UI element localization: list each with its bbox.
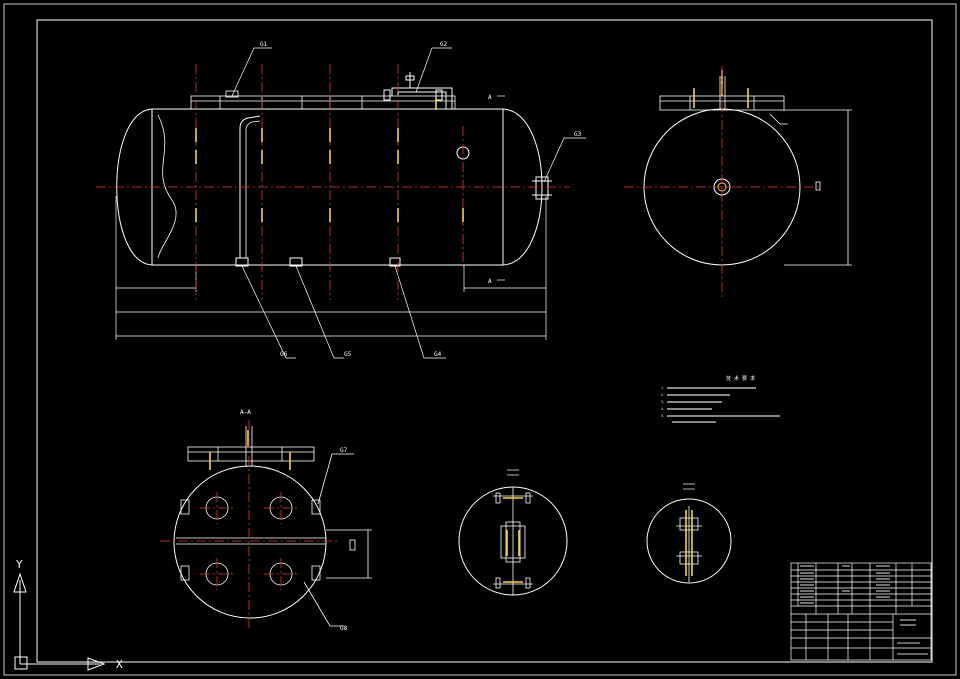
dimension-lines xyxy=(115,95,547,340)
head-nozzle-g3 xyxy=(532,176,552,200)
note-text-strokes xyxy=(667,387,780,423)
ucs-axis-icon xyxy=(13,572,106,671)
callout-g5[interactable]: G5 xyxy=(344,351,352,358)
internal-dip-pipe xyxy=(239,115,261,258)
callout-g7[interactable]: G7 xyxy=(340,447,348,454)
title-block-text-strokes xyxy=(800,565,928,655)
centerlines-section-aa xyxy=(160,420,340,628)
ucs-y-axis-label: Y xyxy=(16,558,23,571)
centerlines-main-view xyxy=(96,64,570,300)
callout-g1[interactable]: G1 xyxy=(260,41,268,48)
section-mark-a-top: A xyxy=(488,94,492,101)
section-mark-a-bottom: A xyxy=(488,278,492,285)
note-number-1: 1. xyxy=(661,386,665,390)
inlet-pipe-g2 xyxy=(383,72,453,109)
leader-lines-main xyxy=(231,47,586,359)
detail-view-1[interactable] xyxy=(458,469,568,596)
section-view-aa[interactable]: A—A G7 G8 xyxy=(173,409,372,632)
section-title-aa: A—A xyxy=(240,409,251,416)
callout-g4[interactable]: G4 xyxy=(434,351,442,358)
callout-g8[interactable]: G8 xyxy=(340,625,348,632)
note-number-3: 3. xyxy=(661,400,665,404)
centerlines-side-view xyxy=(624,66,820,300)
drawing-sheet-border xyxy=(3,3,957,676)
callout-g2[interactable]: G2 xyxy=(440,41,448,48)
callout-g3[interactable]: G3 xyxy=(574,131,582,138)
ucs-x-axis-label: X xyxy=(116,658,123,671)
notes-title: 技 术 要 求 xyxy=(726,375,755,382)
stiffener-rings xyxy=(195,98,464,222)
note-number-4: 4. xyxy=(661,407,665,411)
note-number-5: 5. xyxy=(661,414,665,418)
callout-g6[interactable]: G6 xyxy=(280,351,288,358)
technical-requirements-notes[interactable]: 技 术 要 求 1. 2. 3. 4. 5. xyxy=(661,375,780,423)
note-number-2: 2. xyxy=(661,393,665,397)
title-block[interactable] xyxy=(790,562,932,661)
detail-view-2[interactable] xyxy=(646,483,732,584)
